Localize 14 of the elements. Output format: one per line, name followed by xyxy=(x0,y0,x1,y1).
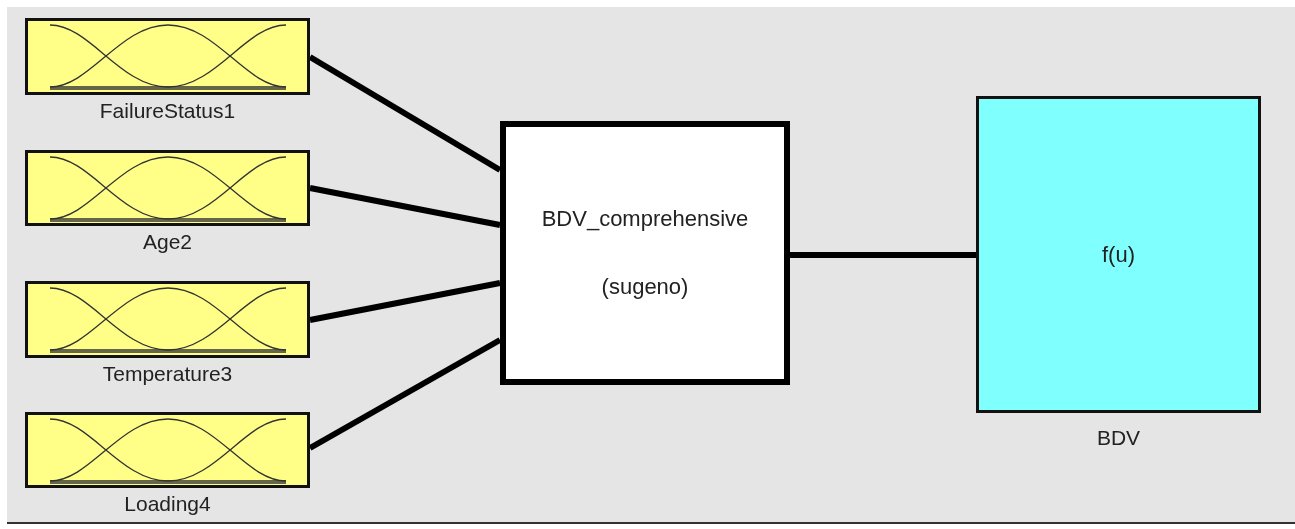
function-label: f(u) xyxy=(1102,241,1135,268)
connector-line xyxy=(790,252,976,258)
connector-line xyxy=(308,54,502,173)
connector-line xyxy=(309,280,501,323)
variable-label: Temperature3 xyxy=(102,362,233,386)
variable-label: BDV xyxy=(1096,426,1141,450)
system-label: BDV_comprehensive xyxy=(541,206,749,232)
variable-label: Loading4 xyxy=(124,492,211,516)
connector-line xyxy=(308,337,502,451)
variable-label: Age2 xyxy=(143,230,192,254)
variable-label: FailureStatus1 xyxy=(99,99,236,123)
connector-line xyxy=(309,185,501,228)
system-box xyxy=(500,121,790,385)
system-label: (sugeno) xyxy=(601,274,689,300)
